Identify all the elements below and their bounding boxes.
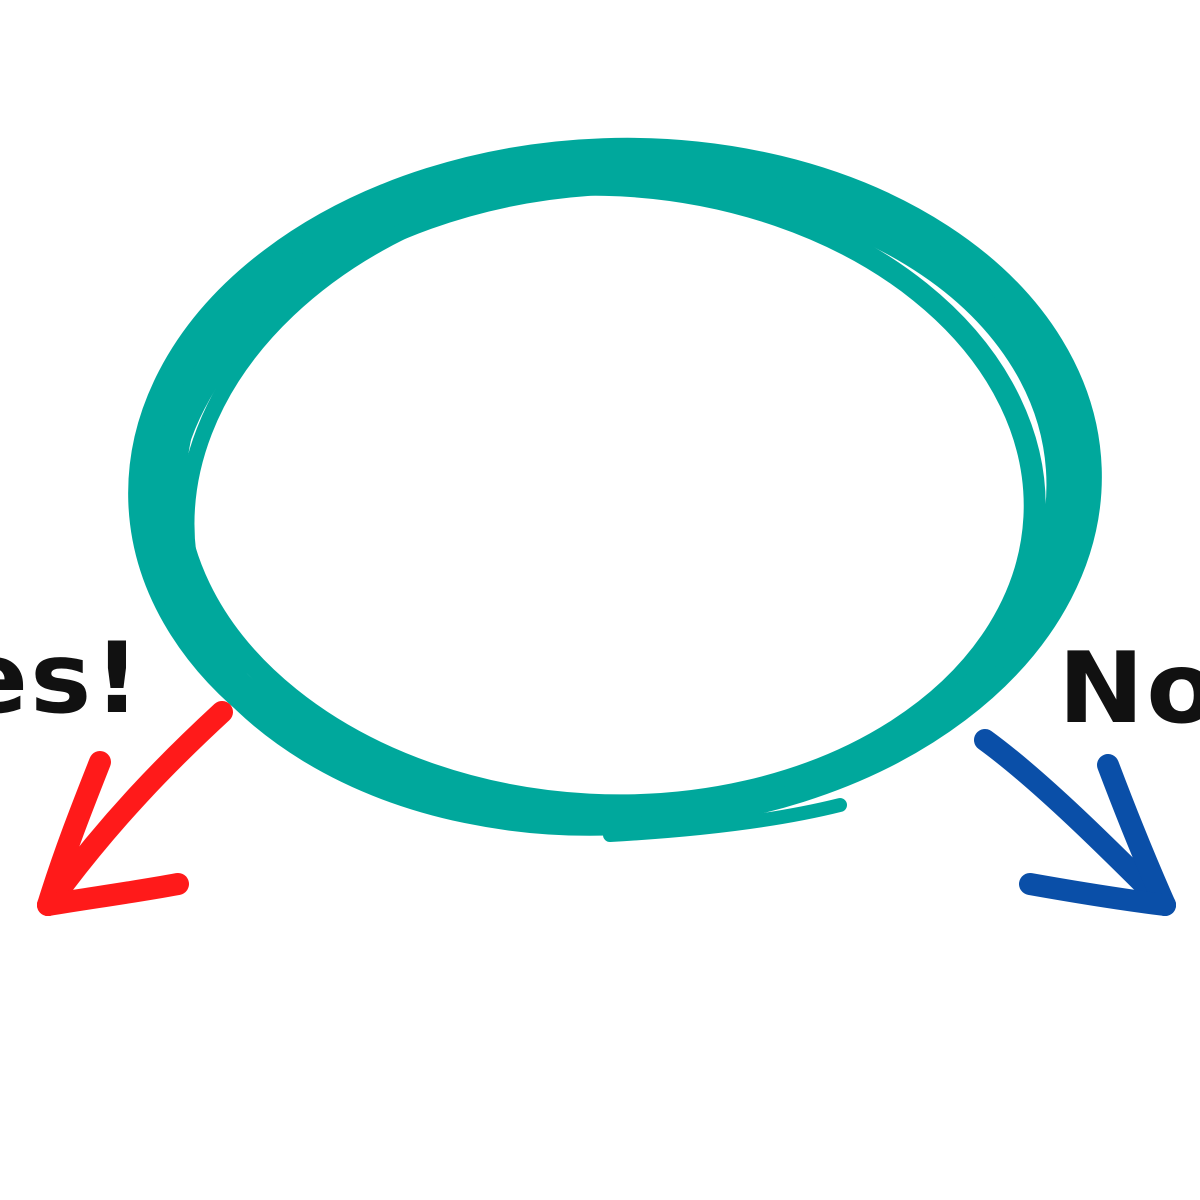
loop-stroke-bottom bbox=[603, 798, 847, 842]
loop-stroke-inner bbox=[164, 173, 1046, 817]
yes-label: es! bbox=[0, 622, 142, 736]
arrow-down-left-icon bbox=[37, 701, 233, 916]
loop-stroke-extra bbox=[178, 164, 1072, 836]
loop-stroke-top-right bbox=[782, 182, 1073, 428]
no-label: No bbox=[1058, 632, 1200, 746]
decision-loop bbox=[128, 137, 1102, 842]
arrow-down-right-icon bbox=[974, 729, 1176, 916]
